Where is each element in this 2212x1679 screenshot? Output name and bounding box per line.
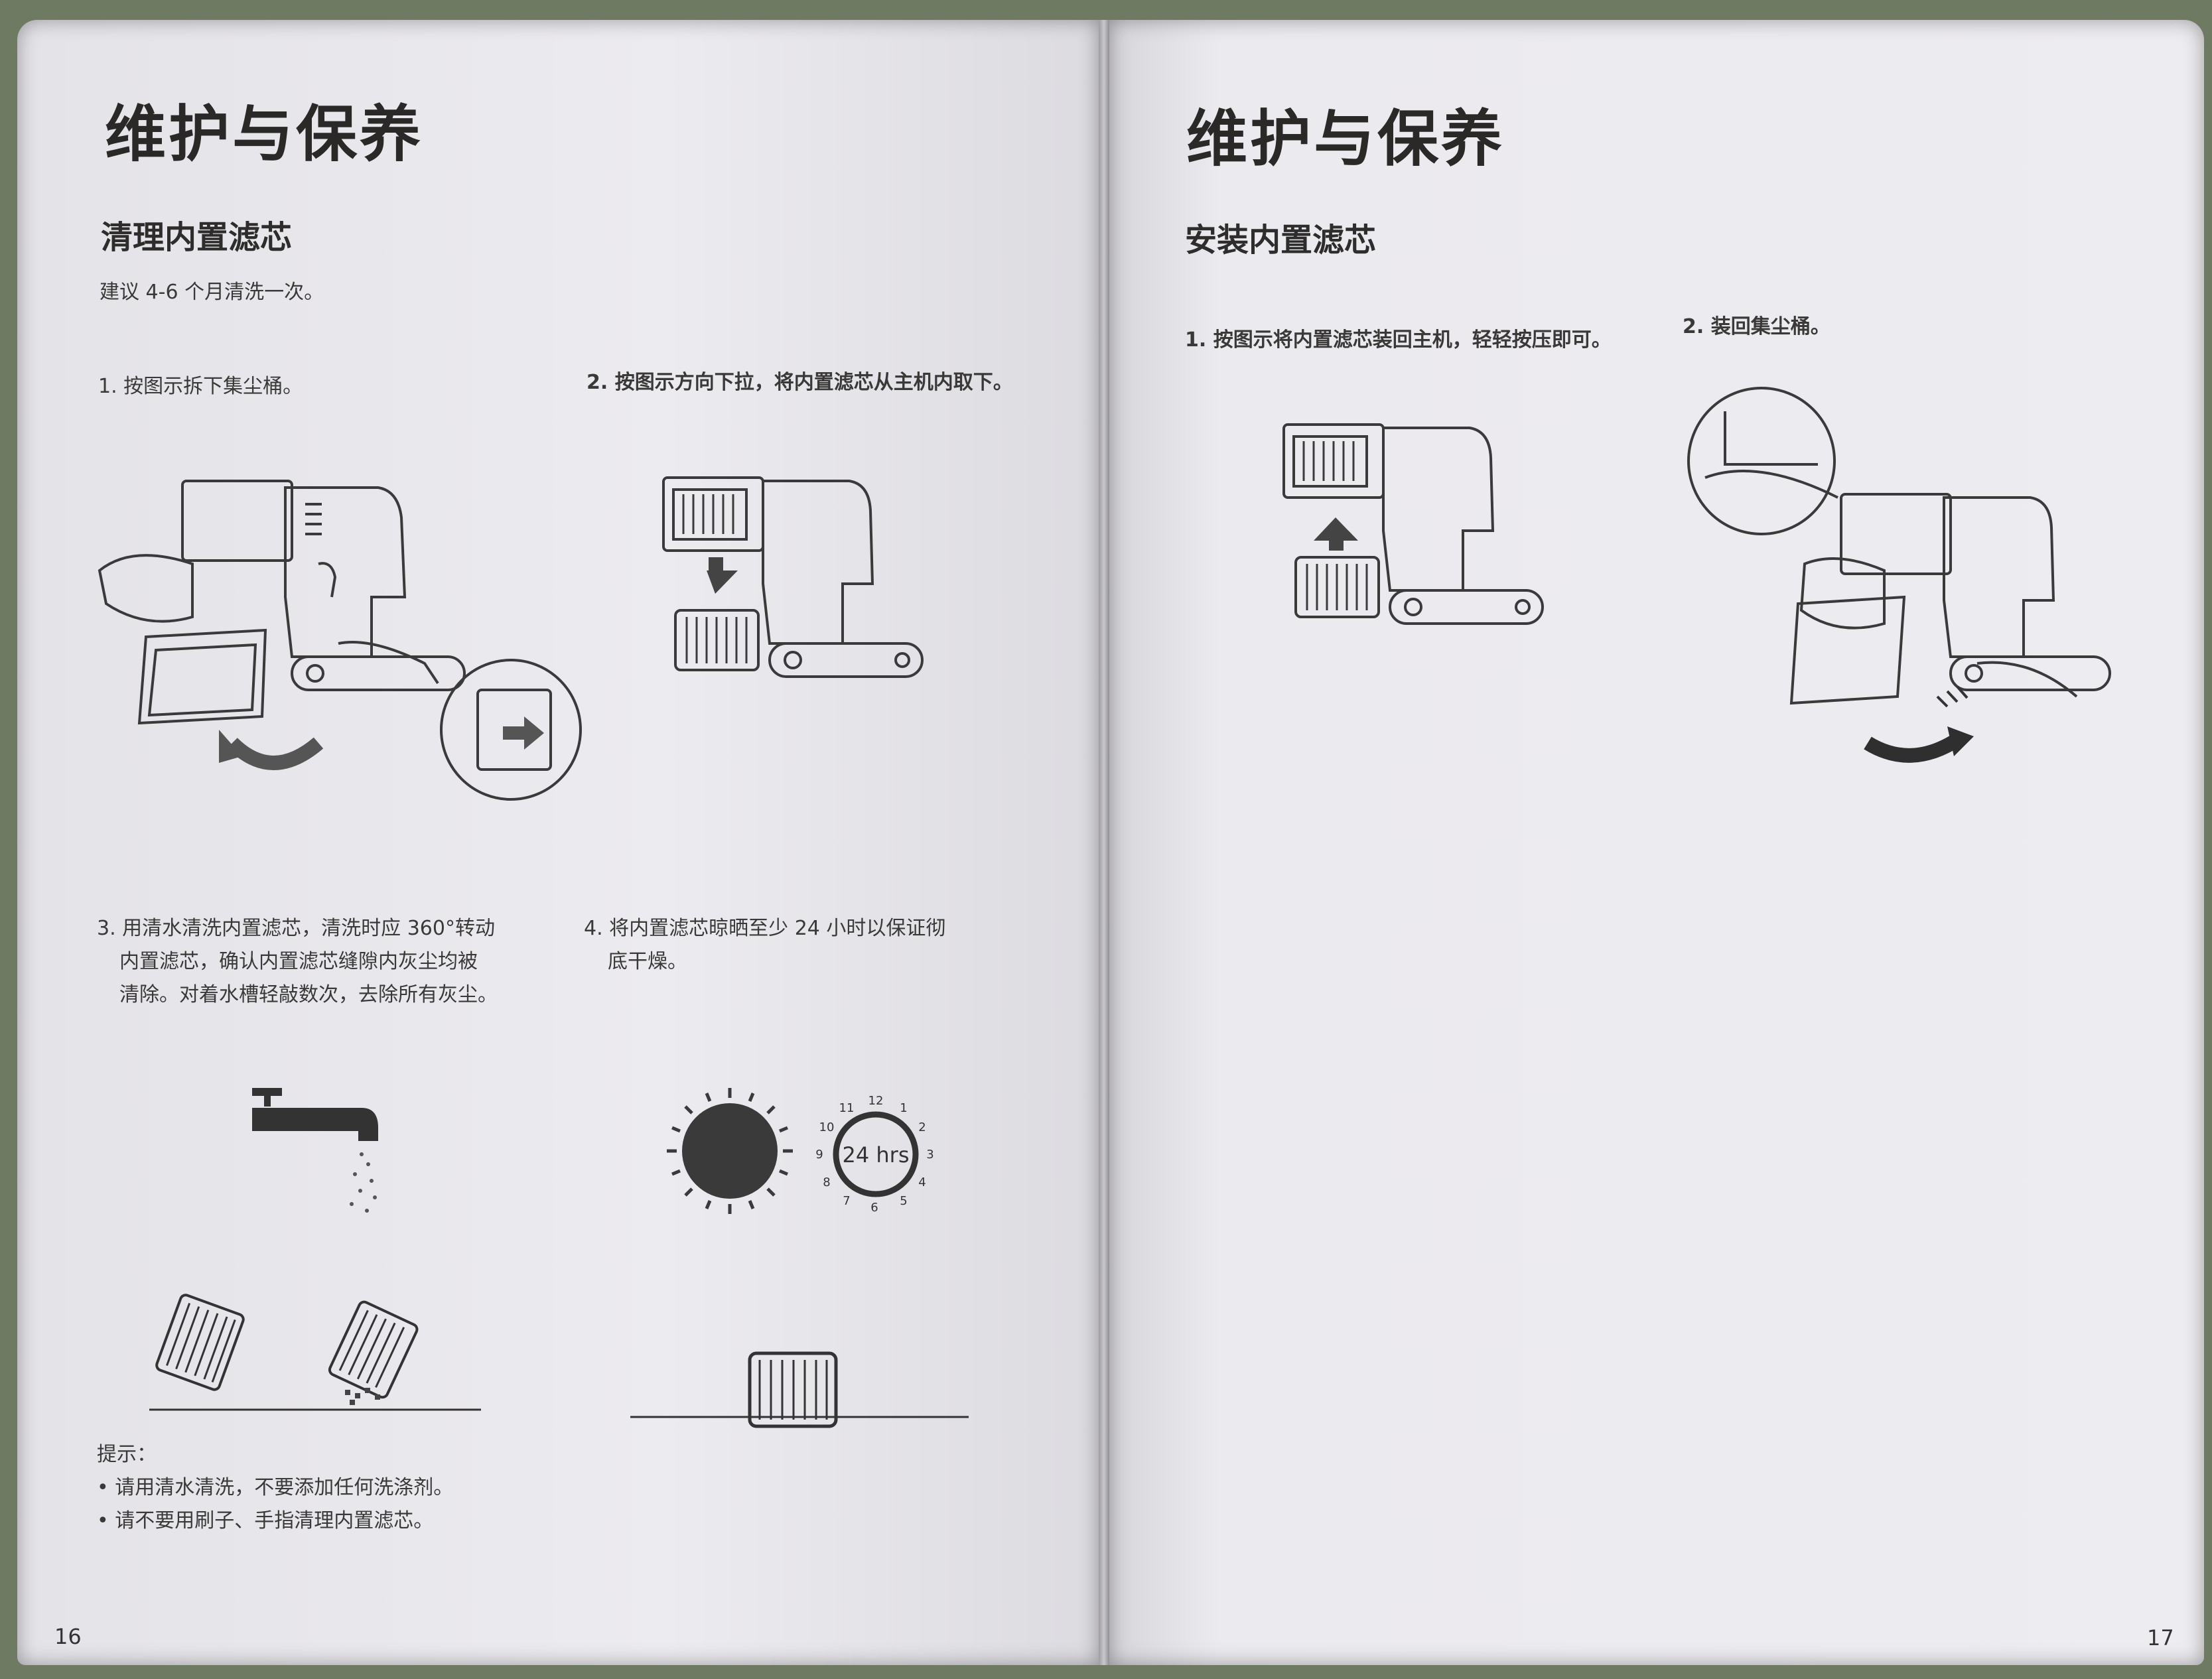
clock-number: 10 <box>819 1120 835 1134</box>
step-3-text: 3. 用清水清洗内置滤芯，清洗时应 360°转动 内置滤芯，确认内置滤芯缝隙内灰… <box>97 912 498 1012</box>
tip-item: 请用清水清洗，不要添加任何洗涤剂。 <box>97 1471 453 1505</box>
page-number-left: 16 <box>54 1624 82 1649</box>
sun-icon <box>682 1103 778 1199</box>
page-number-right: 17 <box>2147 1625 2174 1650</box>
rotating-filter-icon <box>155 1294 245 1391</box>
rinse-filter-illustration <box>149 1088 481 1411</box>
left-page <box>17 20 1099 1665</box>
clock-number: 8 <box>823 1175 830 1189</box>
step-4-line-2: 底干燥。 <box>608 950 687 973</box>
section-title: 安装内置滤芯 <box>1185 222 1377 259</box>
step-1-text: 1. 按图示拆下集尘桶。 <box>98 375 303 398</box>
cleaning-frequency-note: 建议 4-6 个月清洗一次。 <box>100 281 324 304</box>
install-step-1-text: 1. 按图示将内置滤芯装回主机，轻轻按压即可。 <box>1185 328 1612 352</box>
reattach-dust-bin-illustration <box>1687 387 2111 763</box>
right-page <box>1109 20 2204 1665</box>
step-3-line-2: 内置滤芯，确认内置滤芯缝隙内灰尘均被 <box>119 950 478 973</box>
clock-number: 2 <box>918 1120 926 1134</box>
section-title: 清理内置滤芯 <box>101 219 293 256</box>
clock-number: 6 <box>870 1201 878 1215</box>
page-title: 维护与保养 <box>1186 103 1505 174</box>
book-spine <box>1099 20 1109 1665</box>
step-2-text: 2. 按图示方向下拉，将内置滤芯从主机内取下。 <box>587 371 1013 394</box>
step-3-line-3: 清除。对着水槽轻敲数次，去除所有灰尘。 <box>119 983 498 1006</box>
page-title: 维护与保养 <box>105 99 424 170</box>
clock-number: 3 <box>926 1148 933 1162</box>
tips-title: 提示： <box>97 1443 157 1466</box>
step-3-line-1: 3. 用清水清洗内置滤芯，清洗时应 360°转动 <box>97 917 495 940</box>
remove-dust-bin-illustration <box>98 480 582 801</box>
drying-filter-icon <box>748 1351 838 1428</box>
clock-center-label: 24 hrs <box>843 1142 910 1168</box>
dry-filter-illustration: 24 hrs 12 1 2 3 4 5 6 7 8 9 10 11 <box>630 1088 969 1428</box>
tapping-filter-icon <box>328 1300 419 1399</box>
install-step-2-text: 2. 装回集尘桶。 <box>1683 315 1831 338</box>
step-4-text: 4. 将内置滤芯晾晒至少 24 小时以保证彻 底干燥。 <box>584 912 945 978</box>
clock-number: 12 <box>868 1094 884 1108</box>
clock-number: 1 <box>900 1101 907 1115</box>
clock-number: 9 <box>815 1148 823 1162</box>
clock-number: 5 <box>900 1194 907 1208</box>
clock-number: 4 <box>918 1175 926 1189</box>
tip-item: 请不要用刷子、手指清理内置滤芯。 <box>97 1505 453 1538</box>
step-4-line-1: 4. 将内置滤芯晾晒至少 24 小时以保证彻 <box>584 917 946 940</box>
clock-icon: 24 hrs 12 1 2 3 4 5 6 7 8 9 10 11 <box>815 1094 933 1215</box>
clock-number: 7 <box>843 1194 850 1208</box>
tips-block: 提示： 请用清水清洗，不要添加任何洗涤剂。 请不要用刷子、手指清理内置滤芯。 <box>97 1438 453 1538</box>
clock-number: 11 <box>839 1101 855 1115</box>
install-filter-illustration <box>1282 423 1544 625</box>
pull-filter-illustration <box>662 476 924 678</box>
